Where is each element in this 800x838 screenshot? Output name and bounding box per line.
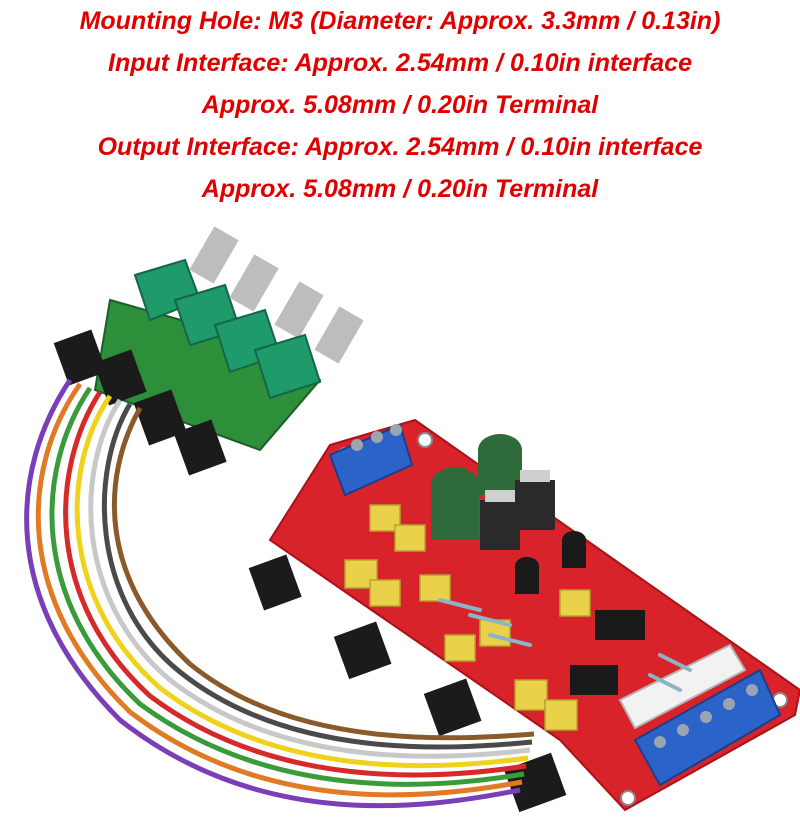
- spec-input-interface: Input Interface: Approx. 2.54mm / 0.10in…: [108, 49, 692, 77]
- spec-mounting-hole: Mounting Hole: M3 (Diameter: Approx. 3.3…: [79, 7, 721, 35]
- product-photo: [24, 226, 800, 813]
- spec-output-terminal: Approx. 5.08mm / 0.20in Terminal: [201, 175, 599, 203]
- voltage-regulators: [480, 470, 555, 550]
- resistors: [438, 598, 692, 692]
- spec-input-terminal: Approx. 5.08mm / 0.20in Terminal: [201, 91, 599, 119]
- spec-output-interface: Output Interface: Approx. 2.54mm / 0.10i…: [97, 133, 703, 161]
- film-capacitors: [344, 504, 591, 731]
- op-amp-ics: [570, 610, 645, 695]
- output-terminal-block: [633, 668, 782, 787]
- cable-connectors: [53, 329, 567, 813]
- pot-4: [253, 306, 364, 400]
- ribbon-cables: [24, 378, 535, 809]
- input-terminal-block: [328, 423, 414, 497]
- electrolytic-capacitors: [431, 434, 586, 594]
- white-headers: [618, 643, 747, 730]
- potentiometers: [133, 226, 364, 400]
- spec-text-block: Mounting Hole: M3 (Diameter: Approx. 3.3…: [0, 0, 800, 210]
